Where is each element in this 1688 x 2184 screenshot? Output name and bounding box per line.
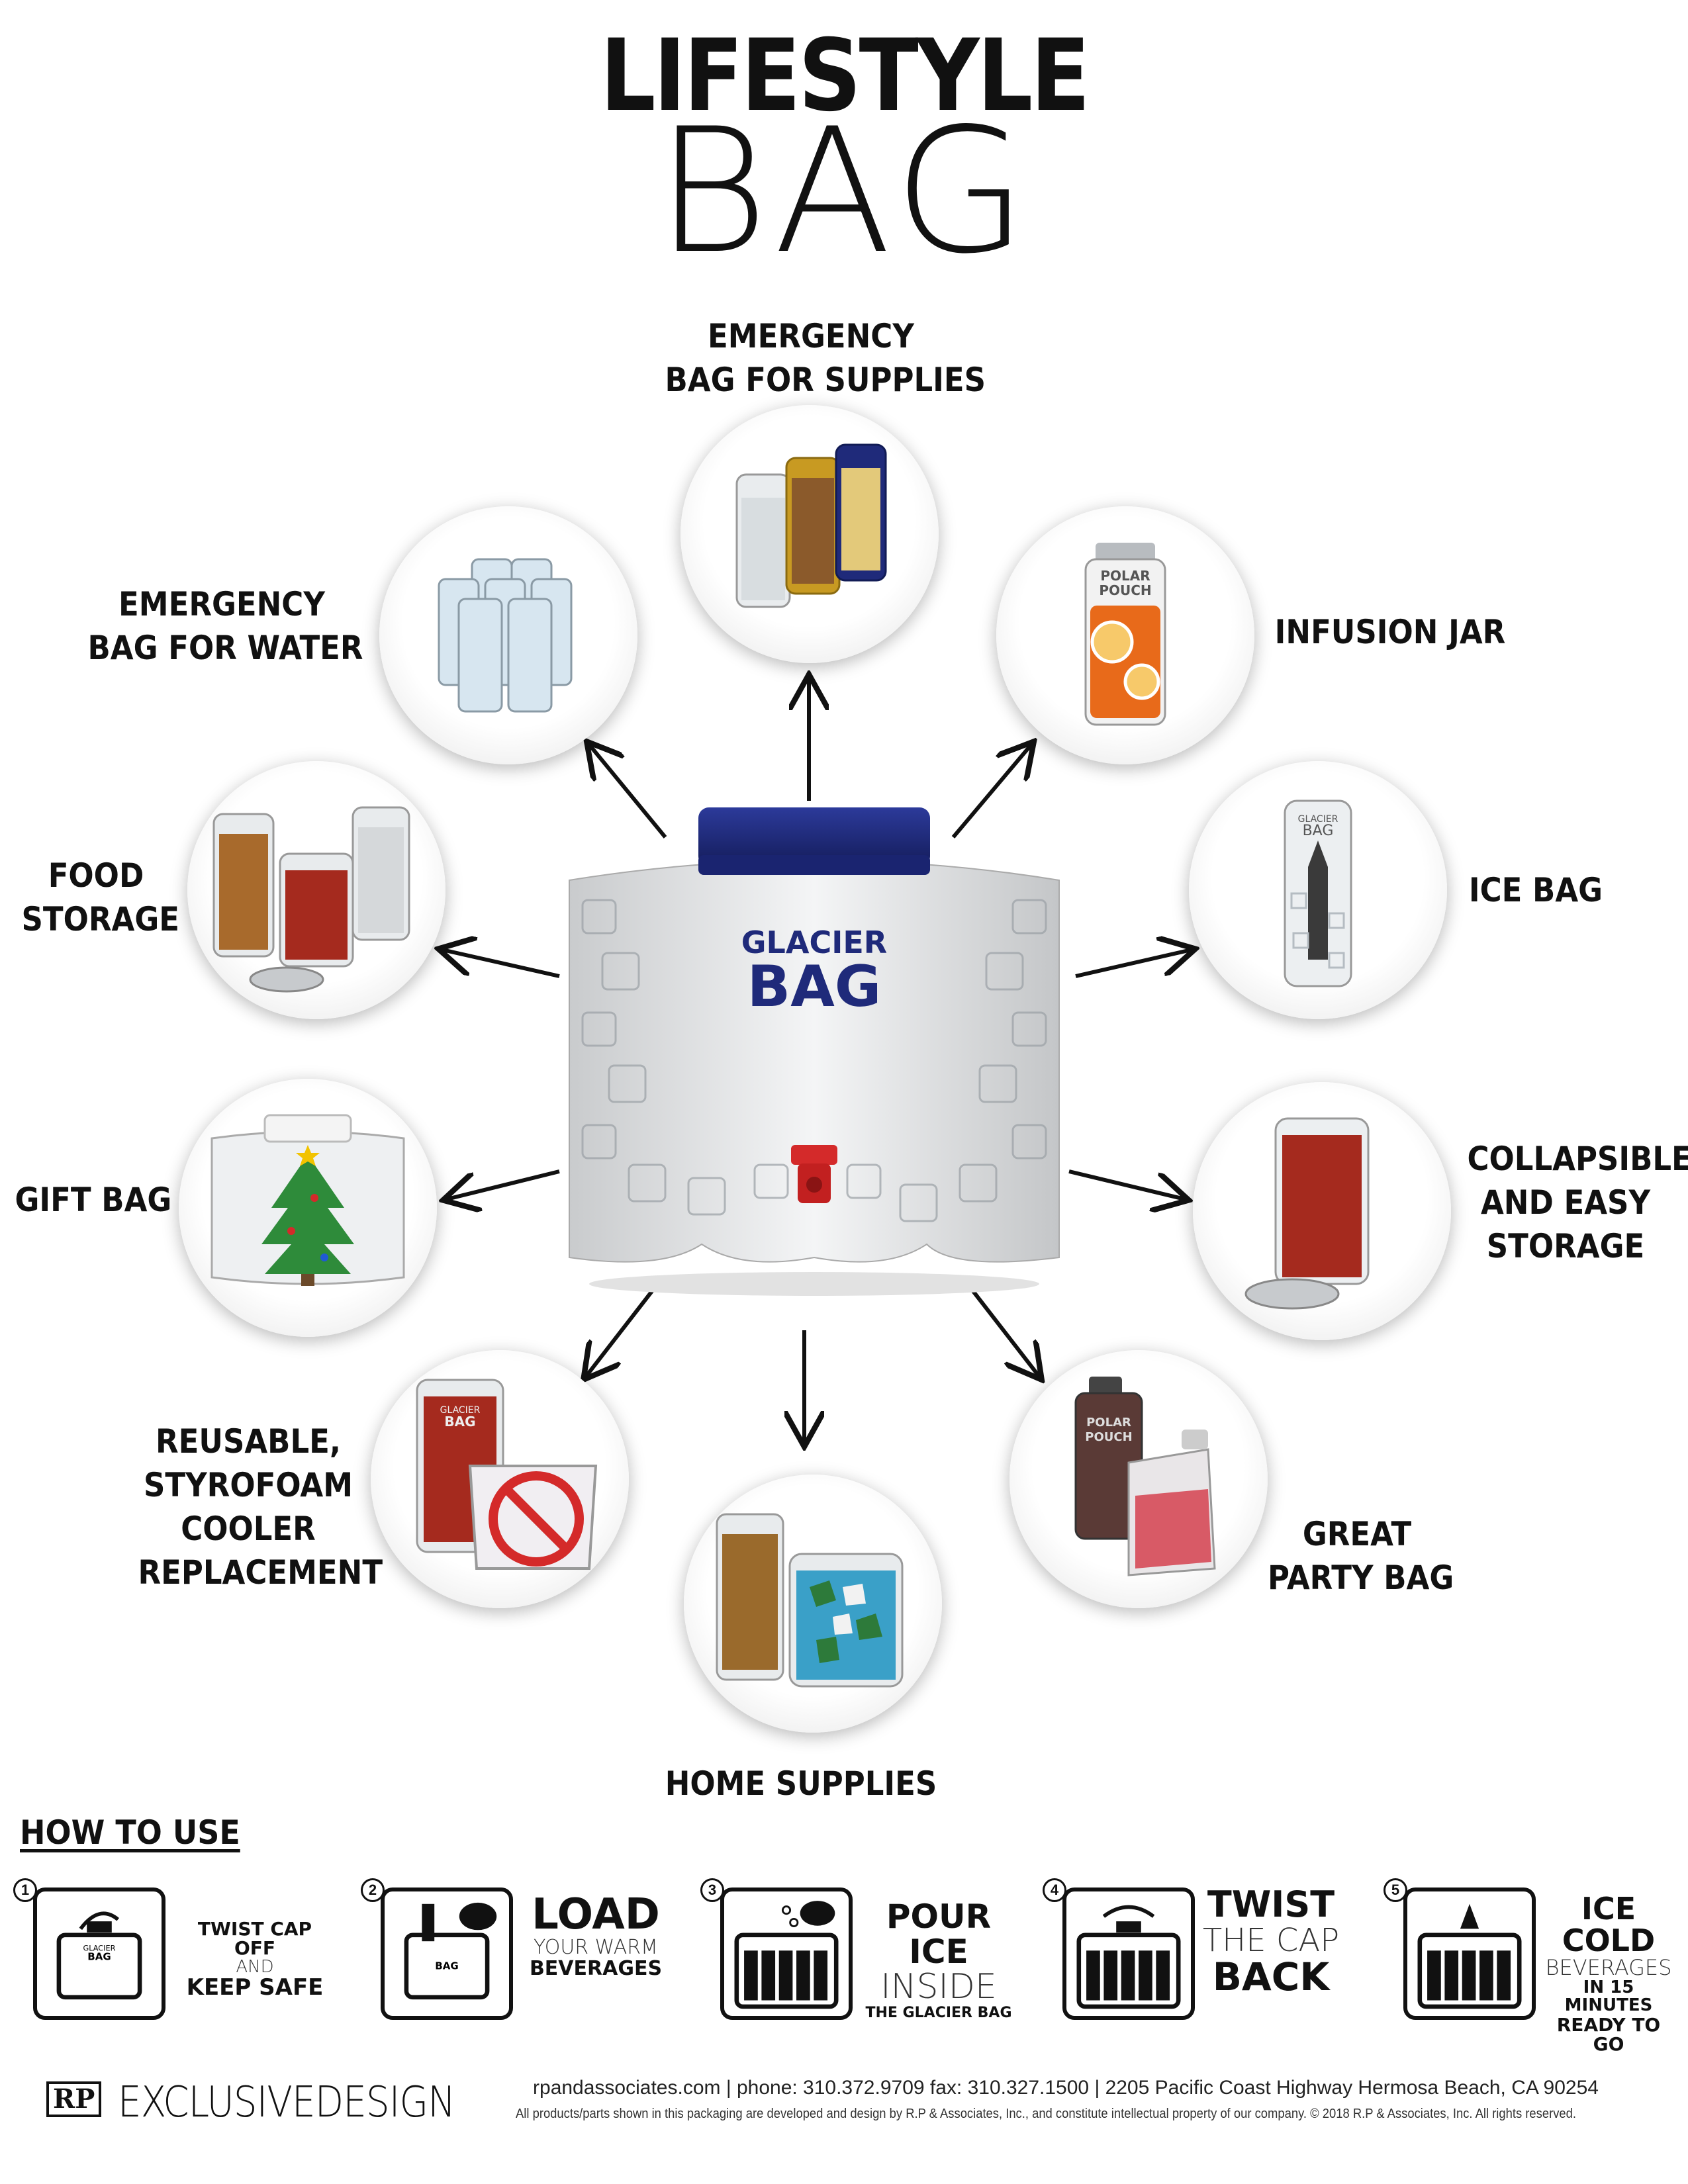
label-infusion-jar: INFUSION JAR (1274, 613, 1506, 651)
cooler-label-1: GLACIER (440, 1405, 481, 1416)
step-1-line-1: TWIST CAP OFF (197, 1918, 312, 1960)
step-3-icon (720, 1888, 853, 2020)
ice-bag-icon: GLACIER BAG (1284, 799, 1352, 987)
step-5-line-1: ICE COLD (1562, 1891, 1656, 1959)
arrow-infusion (951, 745, 1031, 839)
step-5-icon (1403, 1888, 1536, 2020)
cooler-label-2: BAG (444, 1414, 475, 1430)
svg-text:BAG: BAG (87, 1950, 111, 1962)
arrow-cooler (586, 1281, 661, 1377)
step-5-line-3: IN 15 MINUTES (1564, 1978, 1653, 2016)
circle-food-storage (187, 761, 445, 1019)
step-3-line-1: POUR ICE (886, 1897, 992, 1971)
cooler-icon: GLACIER BAG (416, 1379, 598, 1570)
step-5: 5 ICE COLD BEVERAGES IN 15 MINUTES READY… (1383, 1878, 1681, 2054)
step-4-icon (1062, 1888, 1195, 2020)
step-3-line-2: INSIDE (880, 1967, 997, 2007)
ice-bag-label-1: GLACIER (1298, 814, 1338, 825)
step-5-line-4: READY TO GO (1556, 2013, 1661, 2056)
spigot (791, 1145, 837, 1203)
infusion-label-1: POLAR (1100, 568, 1150, 584)
infusion-label-2: POUCH (1099, 582, 1151, 598)
ice-bag-label-2: BAG (1303, 823, 1334, 839)
circle-gift-bag (179, 1079, 437, 1337)
circle-party-bag: POLAR POUCH (1009, 1350, 1268, 1608)
water-bags-icon (438, 558, 573, 713)
gift-bag-icon (211, 1114, 405, 1286)
step-1-line-2: AND (236, 1956, 274, 1977)
step-2-line-1: LOAD (532, 1890, 660, 1939)
party-label-2: POUCH (1085, 1430, 1132, 1444)
step-1: 1 GLACIER BAG TWIST CAP OFF AND KEEP SAF… (13, 1878, 351, 2038)
home-canisters-icon (716, 1513, 904, 1688)
step-2: 2 BAG LOAD YOUR WARM BEVERAGES (361, 1878, 692, 2038)
title-line-1: LIFESTYLE (600, 19, 1090, 134)
circle-infusion-jar: POLAR POUCH (996, 506, 1254, 764)
circle-emergency-water (379, 506, 637, 764)
step-4-line-1: TWIST (1207, 1884, 1335, 1925)
svg-text:BAG: BAG (435, 1960, 458, 1972)
arrow-party (964, 1281, 1039, 1377)
exclusive-design-tagline: EXCLUSIVEDESIGN (118, 2078, 455, 2127)
circle-ice-bag: GLACIER BAG (1189, 761, 1447, 1019)
circle-cooler-replacement: GLACIER BAG (371, 1350, 629, 1608)
step-2-line-3: BEVERAGES (529, 1956, 663, 1980)
step-2-line-2: YOUR WARM (534, 1936, 658, 1960)
step-4-line-2: THE CAP (1202, 1921, 1340, 1959)
step-number: 1 (13, 1878, 37, 1902)
infusion-jar-icon: POLAR POUCH (1084, 543, 1166, 726)
step-4: 4 TWIST THE CAP BACK (1043, 1878, 1354, 2038)
step-5-line-2: BEVERAGES (1545, 1954, 1672, 1980)
step-4-line-3: BACK (1212, 1954, 1330, 2000)
how-to-heading: HOW TO USE (20, 1813, 240, 1852)
canisters-icon (735, 443, 887, 608)
circle-collapsible (1193, 1082, 1451, 1340)
center-brand-line2: BAG (747, 954, 882, 1020)
title-line-2: BAG (655, 92, 1033, 292)
step-3-line-3: THE GLACIER BAG (865, 2004, 1012, 2021)
party-label-1: POLAR (1086, 1416, 1131, 1430)
label-ice-bag: ICE BAG (1468, 871, 1603, 909)
center-brand-line1: GLACIER (741, 925, 887, 960)
step-1-icon: GLACIER BAG (33, 1888, 165, 2020)
rp-logo: RP (46, 2081, 102, 2117)
label-home-supplies: HOME SUPPLIES (665, 1764, 937, 1803)
svg-text:GLACIER: GLACIER (83, 1944, 116, 1952)
arrow-ice (1075, 950, 1192, 978)
collapsible-canister-icon (1244, 1117, 1370, 1310)
label-gift-bag: GIFT BAG (15, 1181, 172, 1219)
step-number: 4 (1043, 1878, 1066, 1902)
arrow-gift (447, 1169, 560, 1199)
glacier-bag-product: GLACIER BAG (569, 807, 1060, 1296)
step-3: 3 POUR ICE INSIDE THE GLACIER BAG (700, 1878, 1025, 2038)
circle-home-supplies (684, 1475, 942, 1733)
arrow-food (442, 950, 560, 978)
arrow-water (589, 745, 667, 839)
food-canisters-icon (212, 806, 410, 993)
party-pouch-icon: POLAR POUCH (1074, 1377, 1216, 1576)
arrow-collapsible (1068, 1169, 1185, 1199)
legal-line: All products/parts shown in this packagi… (516, 2107, 1576, 2121)
step-1-line-3: KEEP SAFE (186, 1974, 324, 2001)
contact-line: rpandassociates.com | phone: 310.372.970… (533, 2077, 1599, 2099)
circle-emergency-supplies (680, 405, 939, 663)
step-2-icon: BAG (381, 1888, 513, 2020)
